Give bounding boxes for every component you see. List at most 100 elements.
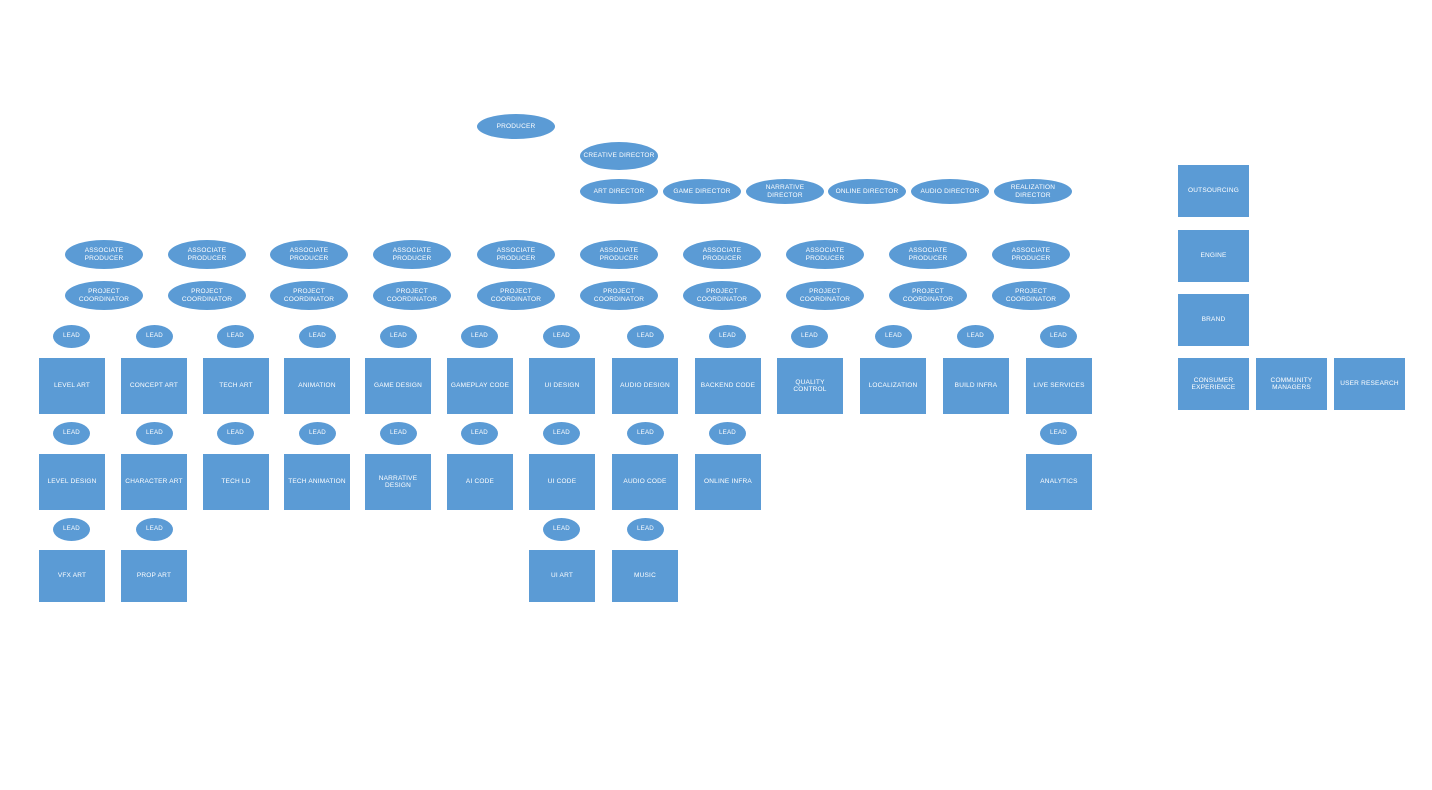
org-node-assoc-producer-5[interactable]: ASSOCIATE PRODUCER xyxy=(477,240,555,269)
org-node-ui-art[interactable]: UI ART xyxy=(529,550,595,602)
org-node-label: ASSOCIATE PRODUCER xyxy=(702,247,742,262)
org-node-project-coordinator-8[interactable]: PROJECT COORDINATOR xyxy=(786,281,864,310)
org-node-lead-ui-code[interactable]: LEAD xyxy=(543,422,580,445)
org-node-project-coordinator-5[interactable]: PROJECT COORDINATOR xyxy=(477,281,555,310)
org-node-producer[interactable]: PRODUCER xyxy=(477,114,555,139)
org-node-assoc-producer-7[interactable]: ASSOCIATE PRODUCER xyxy=(683,240,761,269)
org-node-audio-code[interactable]: AUDIO CODE xyxy=(612,454,678,510)
org-node-label: ASSOCIATE PRODUCER xyxy=(496,247,536,262)
org-node-prop-art[interactable]: PROP ART xyxy=(121,550,187,602)
org-node-label: LEAD xyxy=(390,332,407,340)
org-node-lead-online-infra[interactable]: LEAD xyxy=(709,422,746,445)
org-node-online-director[interactable]: ONLINE DIRECTOR xyxy=(828,179,906,204)
org-node-lead-gameplay-code[interactable]: LEAD xyxy=(461,325,498,348)
org-node-ai-code[interactable]: AI CODE xyxy=(447,454,513,510)
org-node-assoc-producer-3[interactable]: ASSOCIATE PRODUCER xyxy=(270,240,348,269)
org-node-engine[interactable]: ENGINE xyxy=(1178,230,1249,282)
org-node-level-art[interactable]: LEVEL ART xyxy=(39,358,105,414)
org-node-lead-localization[interactable]: LEAD xyxy=(875,325,912,348)
org-node-project-coordinator-9[interactable]: PROJECT COORDINATOR xyxy=(889,281,967,310)
org-node-lead-vfx-art[interactable]: LEAD xyxy=(53,518,90,541)
org-node-lead-narrative-design[interactable]: LEAD xyxy=(380,422,417,445)
org-node-lead-backend-code[interactable]: LEAD xyxy=(709,325,746,348)
org-node-label: PROP ART xyxy=(136,572,172,580)
org-node-lead-tech-art[interactable]: LEAD xyxy=(217,325,254,348)
org-node-audio-director[interactable]: AUDIO DIRECTOR xyxy=(911,179,989,204)
org-node-gameplay-code[interactable]: GAMEPLAY CODE xyxy=(447,358,513,414)
org-node-assoc-producer-9[interactable]: ASSOCIATE PRODUCER xyxy=(889,240,967,269)
org-node-label: LOCALIZATION xyxy=(868,382,918,390)
org-node-lead-tech-animation[interactable]: LEAD xyxy=(299,422,336,445)
org-node-project-coordinator-1[interactable]: PROJECT COORDINATOR xyxy=(65,281,143,310)
org-node-level-design[interactable]: LEVEL DESIGN xyxy=(39,454,105,510)
org-node-project-coordinator-2[interactable]: PROJECT COORDINATOR xyxy=(168,281,246,310)
org-node-project-coordinator-6[interactable]: PROJECT COORDINATOR xyxy=(580,281,658,310)
org-node-lead-level-design[interactable]: LEAD xyxy=(53,422,90,445)
org-node-game-director[interactable]: GAME DIRECTOR xyxy=(663,179,741,204)
org-node-outsourcing[interactable]: OUTSOURCING xyxy=(1178,165,1249,217)
org-node-analytics[interactable]: ANALYTICS xyxy=(1026,454,1092,510)
org-node-concept-art[interactable]: CONCEPT ART xyxy=(121,358,187,414)
org-node-lead-music[interactable]: LEAD xyxy=(627,518,664,541)
org-node-lead-character-art[interactable]: LEAD xyxy=(136,422,173,445)
org-node-vfx-art[interactable]: VFX ART xyxy=(39,550,105,602)
org-node-tech-art[interactable]: TECH ART xyxy=(203,358,269,414)
org-node-lead-prop-art[interactable]: LEAD xyxy=(136,518,173,541)
org-node-build-infra[interactable]: BUILD INFRA xyxy=(943,358,1009,414)
org-node-project-coordinator-3[interactable]: PROJECT COORDINATOR xyxy=(270,281,348,310)
org-node-lead-ui-design[interactable]: LEAD xyxy=(543,325,580,348)
org-node-lead-quality-control[interactable]: LEAD xyxy=(791,325,828,348)
org-node-lead-audio-code[interactable]: LEAD xyxy=(627,422,664,445)
org-node-tech-ld[interactable]: TECH LD xyxy=(203,454,269,510)
org-node-ui-design[interactable]: UI DESIGN xyxy=(529,358,595,414)
org-node-online-infra[interactable]: ONLINE INFRA xyxy=(695,454,761,510)
org-node-label: AUDIO DIRECTOR xyxy=(920,187,980,195)
org-node-assoc-producer-6[interactable]: ASSOCIATE PRODUCER xyxy=(580,240,658,269)
org-node-project-coordinator-10[interactable]: PROJECT COORDINATOR xyxy=(992,281,1070,310)
org-node-localization[interactable]: LOCALIZATION xyxy=(860,358,926,414)
org-node-live-services[interactable]: LIVE SERVICES xyxy=(1026,358,1092,414)
org-node-art-director[interactable]: ART DIRECTOR xyxy=(580,179,658,204)
org-node-lead-ui-art[interactable]: LEAD xyxy=(543,518,580,541)
org-node-lead-ai-code[interactable]: LEAD xyxy=(461,422,498,445)
org-node-consumer-experience[interactable]: CONSUMER EXPERIENCE xyxy=(1178,358,1249,410)
org-node-community-managers[interactable]: COMMUNITY MANAGERS xyxy=(1256,358,1327,410)
org-node-lead-build-infra[interactable]: LEAD xyxy=(957,325,994,348)
org-node-lead-analytics[interactable]: LEAD xyxy=(1040,422,1077,445)
org-node-lead-animation[interactable]: LEAD xyxy=(299,325,336,348)
org-node-ui-code[interactable]: UI CODE xyxy=(529,454,595,510)
org-node-music[interactable]: MUSIC xyxy=(612,550,678,602)
org-node-project-coordinator-4[interactable]: PROJECT COORDINATOR xyxy=(373,281,451,310)
org-node-game-design[interactable]: GAME DESIGN xyxy=(365,358,431,414)
org-node-lead-game-design[interactable]: LEAD xyxy=(380,325,417,348)
org-node-assoc-producer-2[interactable]: ASSOCIATE PRODUCER xyxy=(168,240,246,269)
org-node-label: LEAD xyxy=(471,429,488,437)
org-node-label: LEAD xyxy=(1050,429,1067,437)
org-node-lead-concept-art[interactable]: LEAD xyxy=(136,325,173,348)
org-node-animation[interactable]: ANIMATION xyxy=(284,358,350,414)
org-node-assoc-producer-1[interactable]: ASSOCIATE PRODUCER xyxy=(65,240,143,269)
org-node-label: CONCEPT ART xyxy=(129,382,179,390)
org-node-backend-code[interactable]: BACKEND CODE xyxy=(695,358,761,414)
org-node-assoc-producer-8[interactable]: ASSOCIATE PRODUCER xyxy=(786,240,864,269)
org-node-narrative-director[interactable]: NARRATIVE DIRECTOR xyxy=(746,179,824,204)
org-node-audio-design[interactable]: AUDIO DESIGN xyxy=(612,358,678,414)
org-node-creative-director[interactable]: CREATIVE DIRECTOR xyxy=(580,142,658,170)
org-node-assoc-producer-10[interactable]: ASSOCIATE PRODUCER xyxy=(992,240,1070,269)
org-node-label: LEAD xyxy=(801,332,818,340)
org-node-character-art[interactable]: CHARACTER ART xyxy=(121,454,187,510)
org-node-narrative-design[interactable]: NARRATIVE DESIGN xyxy=(365,454,431,510)
org-node-brand[interactable]: BRAND xyxy=(1178,294,1249,346)
org-node-realization-director[interactable]: REALIZATION DIRECTOR xyxy=(994,179,1072,204)
org-node-user-research[interactable]: USER RESEARCH xyxy=(1334,358,1405,410)
org-node-tech-animation[interactable]: TECH ANIMATION xyxy=(284,454,350,510)
org-node-quality-control[interactable]: QUALITY CONTROL xyxy=(777,358,843,414)
org-node-label: LEAD xyxy=(1050,332,1067,340)
org-node-label: PROJECT COORDINATOR xyxy=(696,288,748,303)
org-node-lead-live-services[interactable]: LEAD xyxy=(1040,325,1077,348)
org-node-assoc-producer-4[interactable]: ASSOCIATE PRODUCER xyxy=(373,240,451,269)
org-node-lead-tech-ld[interactable]: LEAD xyxy=(217,422,254,445)
org-node-lead-audio-design[interactable]: LEAD xyxy=(627,325,664,348)
org-node-project-coordinator-7[interactable]: PROJECT COORDINATOR xyxy=(683,281,761,310)
org-node-lead-level-art[interactable]: LEAD xyxy=(53,325,90,348)
